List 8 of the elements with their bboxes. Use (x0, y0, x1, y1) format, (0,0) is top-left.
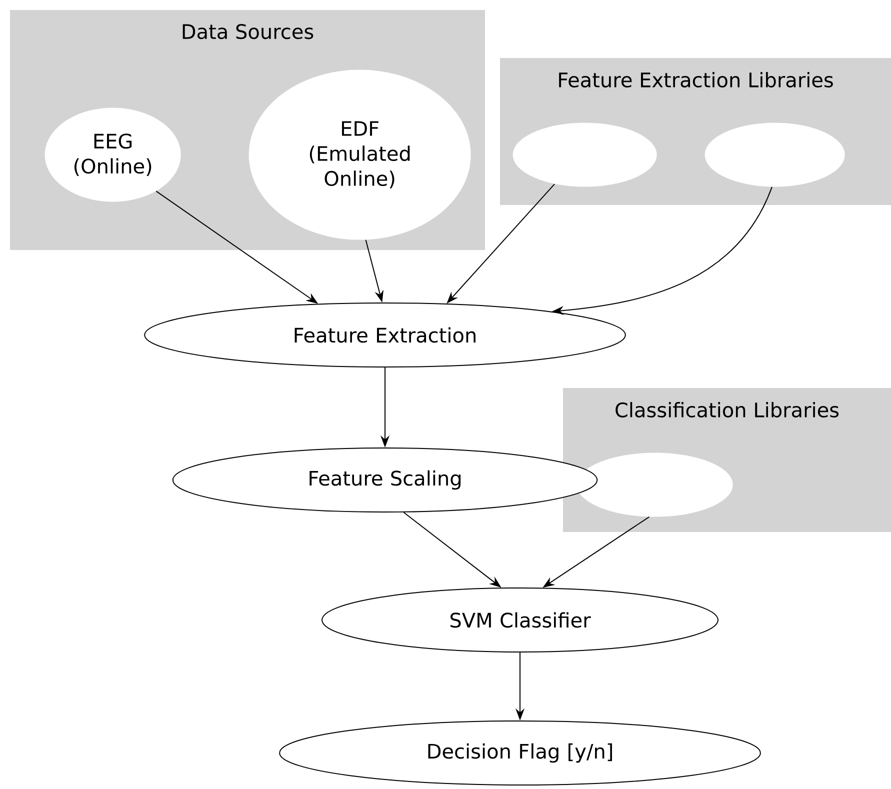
ellipse-node: Decision Flag [y/n] (279, 720, 761, 786)
ellipse-node: EEG (Online) (44, 108, 181, 202)
ellipse-node (512, 122, 657, 187)
ellipse-node: SVM Classifier (322, 588, 718, 652)
ellipse-node: Feature Extraction (144, 302, 626, 368)
ellipse-node: EDF (Emulated Online) (248, 70, 471, 240)
ellipse-node (704, 122, 845, 187)
ellipse-node (576, 452, 733, 517)
